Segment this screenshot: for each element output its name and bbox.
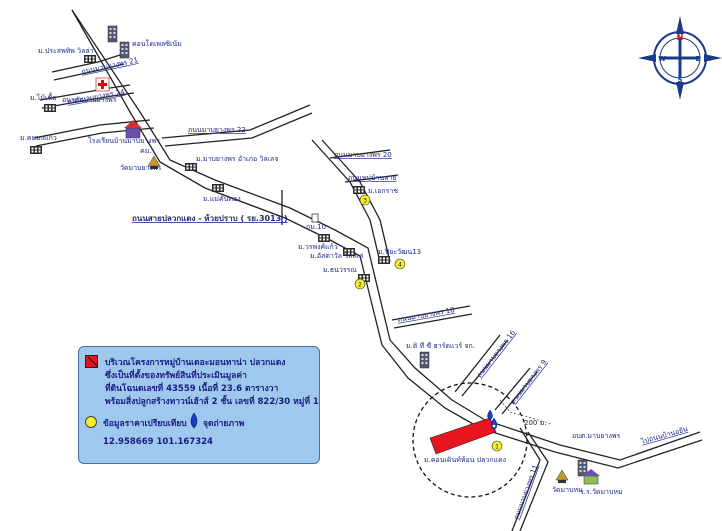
place-condo: คอนโดเพลซิเน้ม [132,39,182,48]
road-label-r18: ถนนมาบยางพร 18 [397,306,455,324]
legend-line-2: ซึ่งเป็นที่ตั้งของทรัพย์สินที่ประเมินมูล… [105,371,247,381]
svg-text:W: W [658,55,666,63]
place-maekanthong: ม.แม่คันทอง [203,195,241,203]
road-label-r22: ถนนมาบยางพร 22 [188,126,246,134]
road-16 [454,334,501,393]
place-prasatthip: ม.ประสพทิพ วิลล่า [38,47,94,55]
place-temple-small: คม. [140,147,152,155]
building-icon [212,184,224,192]
road-9 [494,367,531,411]
svg-text:4: 4 [398,262,402,269]
main-road-lower [71,9,481,429]
road-11b [519,431,549,531]
road-label-ind: ถนนหมู่บ้านสาย [348,174,397,182]
school-icon [124,120,142,139]
project-area [429,417,497,455]
place-health-center: อนามัยมาบยางพร [62,96,117,104]
legend-comparable: ข้อมูลราคาเปรียบเทียบ [103,419,187,429]
project-boundary-circle [412,382,528,498]
place-km10: กม.10 [306,223,326,231]
building-icon [378,256,390,264]
building-icon [353,186,365,194]
road-label-r20: ถนนมาบยางพร 20 [334,151,392,159]
road-label-main: ถนนสายปลวกแดง - ห้วยปราบ ( รย.3013 ) [132,213,288,223]
road-branch-2b [41,92,135,109]
svg-text:E: E [696,55,701,63]
place-piyawat: ม.ปิยะวัฒน13 [378,248,421,256]
compass-icon: N S W E [638,16,722,100]
main-road-upper [71,9,486,421]
road-label-to-lanbuntam: ไปถนนบ้านอยัน [639,424,689,446]
place-temple-mabyangporn: วัดมาบยางพร [120,164,162,172]
legend-line-3: ที่ดินโฉนดเลขที่ 43559 เนื้อที่ 23.6 ตาร… [105,384,279,394]
road-11 [511,427,541,531]
place-school: โรงเรียนบ้านมาบยางพร [88,136,160,145]
place-temple-mabhom: วัดมาบหม [552,486,583,494]
comparable-marker-4: 4 [394,258,406,270]
building-icon [119,41,130,59]
road-branch-2 [39,84,131,101]
comparable-marker-3: 3 [359,194,371,206]
place-khomkaew: ม.คมมงแก้ว [20,134,57,142]
comparable-marker-2: 2 [354,278,366,290]
svg-text:3: 3 [363,198,367,205]
place-ekthong: ม.อัสดาวัล วิลล์เล่ [310,252,363,260]
building-icon [30,146,42,154]
building-icon [84,55,96,63]
project-area-swatch [85,355,98,368]
distance-line [499,399,511,413]
road-22b [164,112,313,147]
legend-coordinates: 12.958669 101.167324 [103,437,213,447]
comparable-dot-icon [85,416,97,428]
road-branch-1 [51,54,121,73]
road-18 [391,305,471,321]
place-tt-hardware: ม.ติ ที ซี ฮาร์ดแวร์ จก. [406,342,475,350]
road-label-r9: ถนนมาบยางพร 9 [509,358,548,405]
svg-text:1: 1 [495,444,499,451]
photo-point-icon [487,409,493,421]
building-icon [185,163,197,171]
building-icon [318,234,330,242]
hospital-icon [95,77,110,92]
road-branch-1b [53,63,125,81]
temple-icon [555,469,569,484]
road-20-top [329,149,391,159]
road-9b [501,371,538,415]
building-icon [44,104,56,112]
road-16b [461,339,509,397]
place-school-mabhom: ร.ร.วัดมาบหม [580,488,623,496]
road-label-r16: ถนนมาบยางพร 16 [475,328,517,379]
place-thanwarat: ม.ธนวรรณ [323,266,357,274]
road-network [33,9,703,531]
place-project: ม.คอนเดินท์ห้อน ปลวกแดง [424,456,506,464]
school-icon [582,469,600,485]
building-icon [419,351,430,369]
svg-text:N: N [677,33,684,42]
place-ekkarat: ม.เอกราช [368,187,398,195]
photo-point-icon [490,417,498,431]
place-woraphong: ม.วรพงศ์แก้ว [298,243,338,251]
road-ind [344,174,399,183]
photo-point-legend-icon [190,413,198,429]
place-amphoe: อบต.มาบยางพร [572,432,620,440]
building-icon [107,25,118,43]
svg-text:2: 2 [358,282,362,289]
legend-photo-point: จุดถ่ายภาพ [203,419,245,429]
map-legend: บริเวณโครงการหมู่บ้านเดอะมอนทาน่า ปลวกแด… [78,346,320,464]
distance-line [509,411,553,425]
road-18b [393,313,473,329]
legend-line-4: พร้อมสิ่งปลูกสร้างทาวน์เฮ้าส์ 2 ชั้น เลข… [105,397,319,407]
svg-text:S: S [677,76,682,84]
place-maisuea: ม.ไม้เชื้อ [30,91,56,102]
road-22 [161,104,311,139]
comparable-marker-1: 1 [491,440,503,452]
km-post-icon [311,213,319,223]
legend-line-1: บริเวณโครงการหมู่บ้านเดอะมอนทาน่า ปลวกแด… [105,358,286,368]
distance-label: 200 ม. [524,419,546,427]
place-mabyangporn-village: ม.มาบยางพร อำเภอ วิลเลจ [196,155,278,163]
